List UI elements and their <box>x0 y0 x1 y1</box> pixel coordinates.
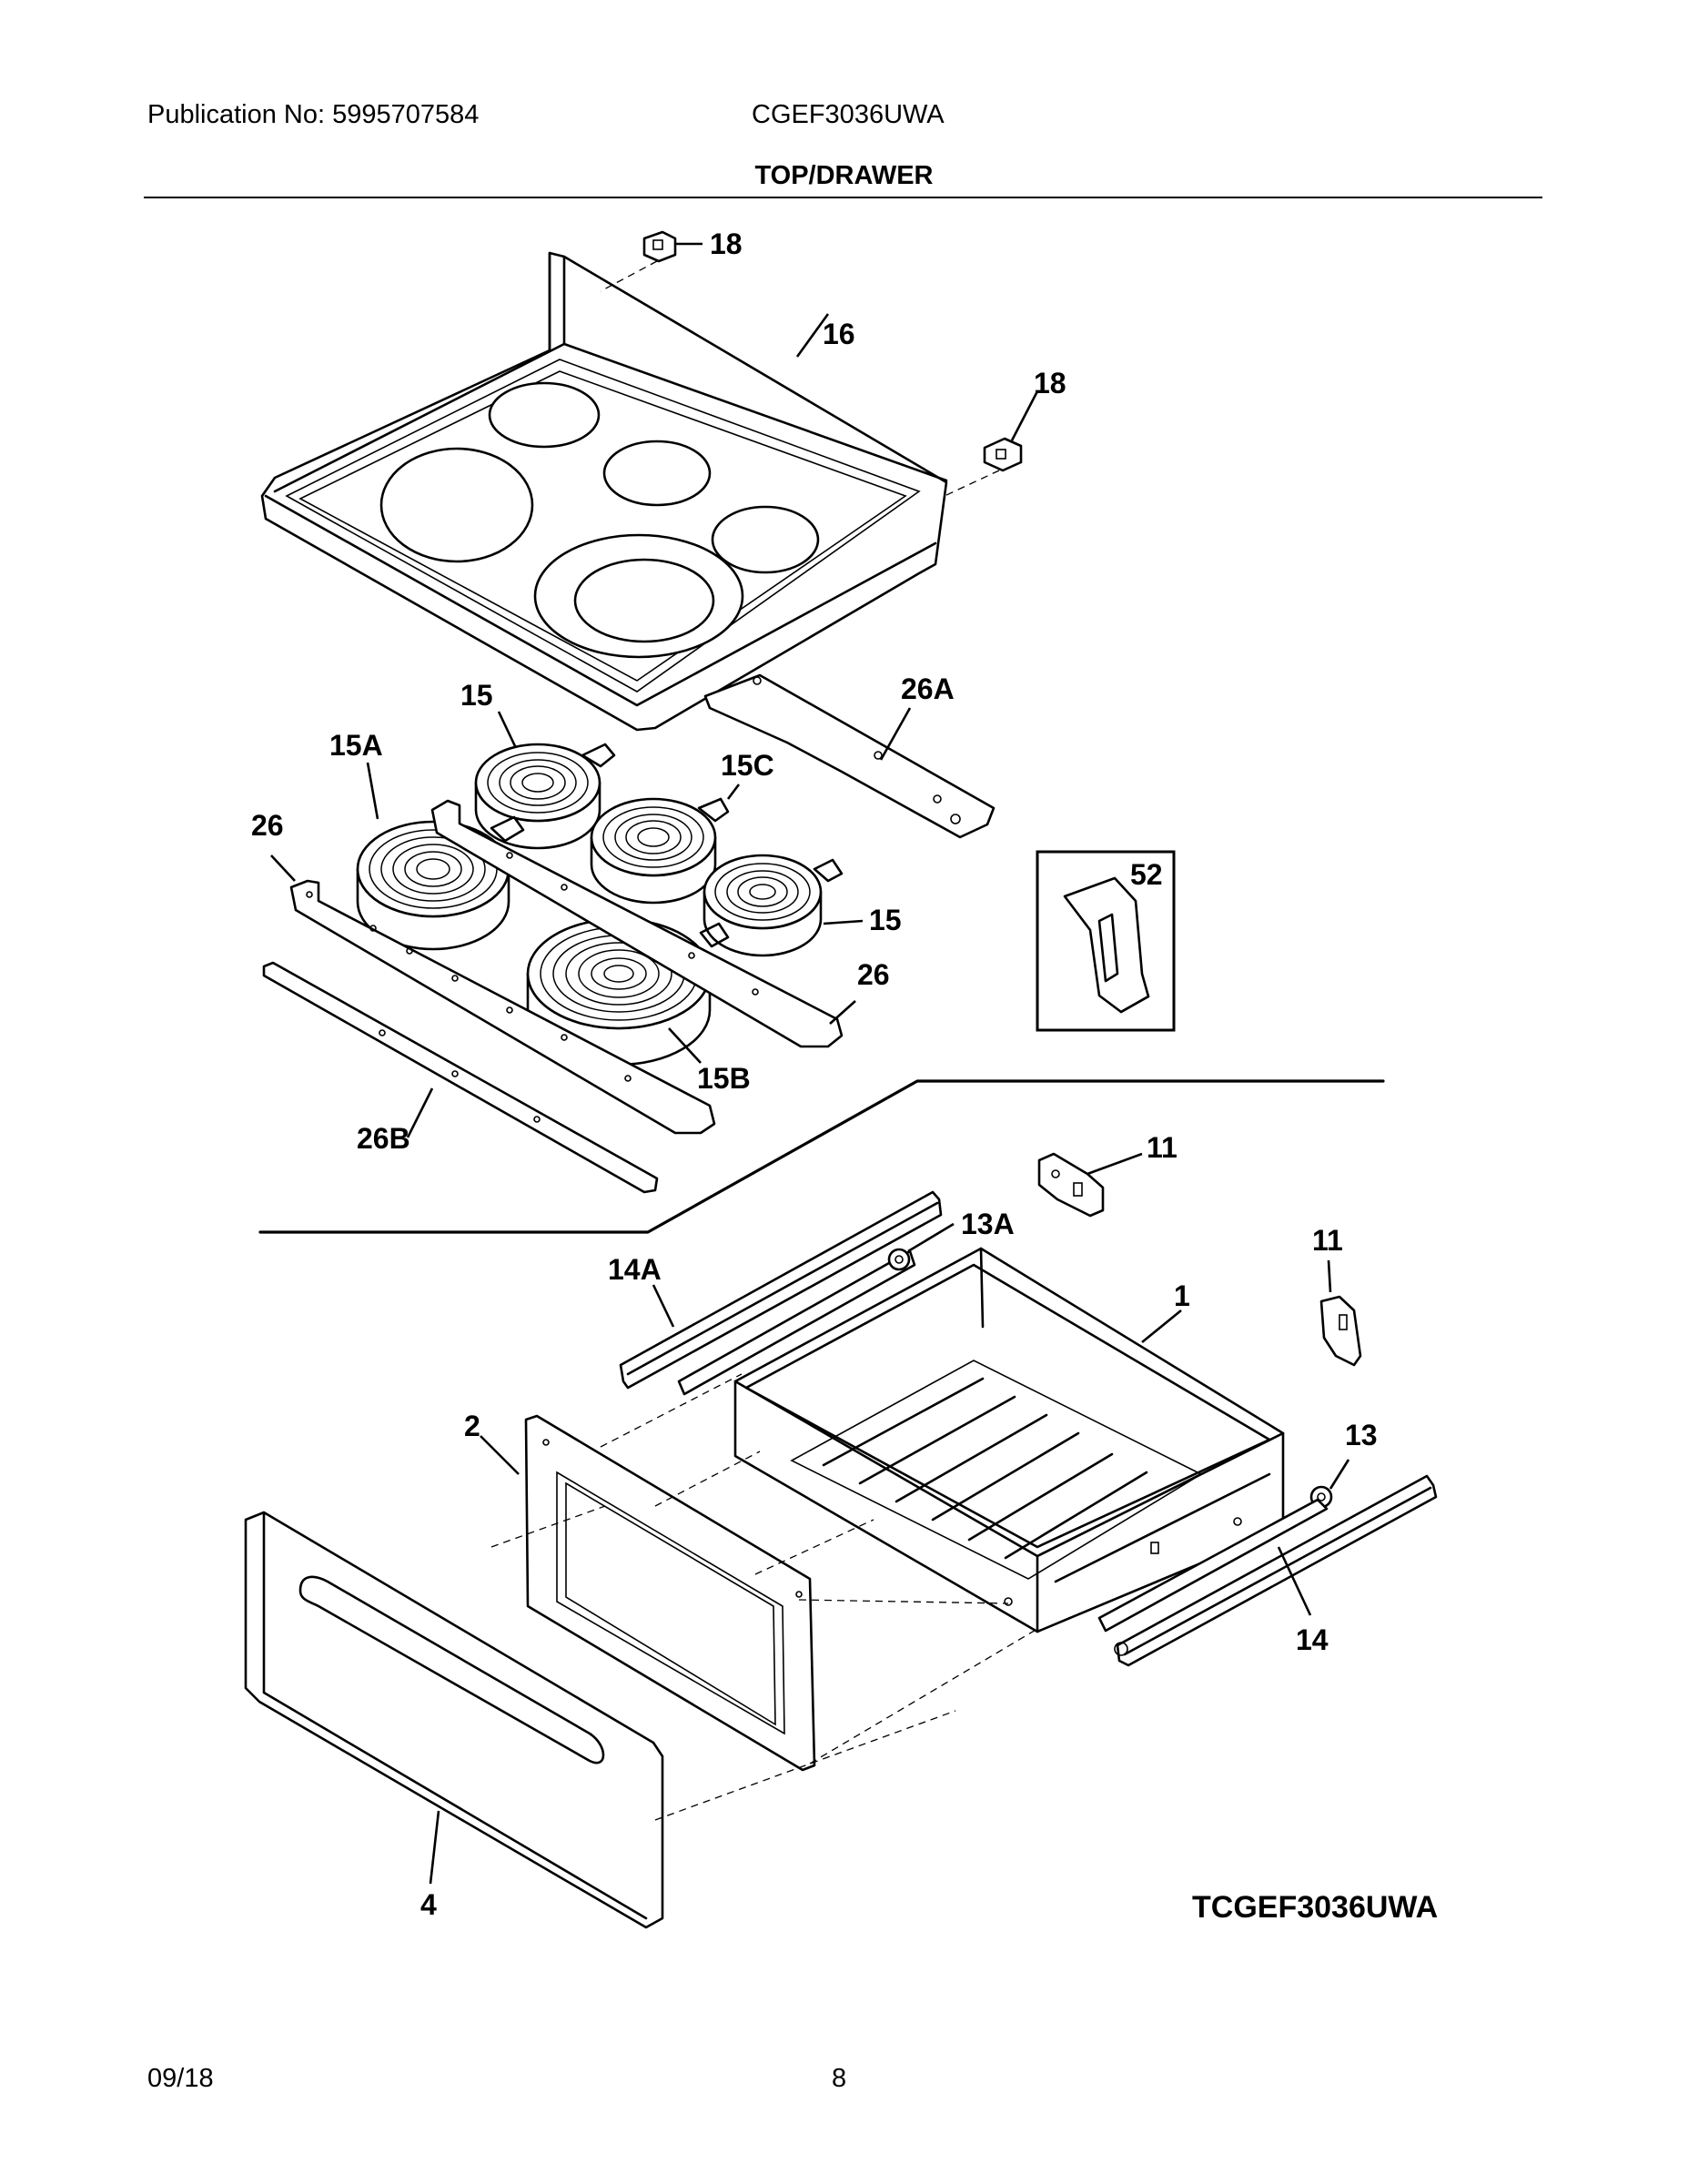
drawer-front-panel <box>244 1511 664 1929</box>
bracket-11-top <box>1037 1152 1105 1218</box>
callout-15-right: 15 <box>869 904 902 936</box>
roller-13A <box>887 1248 911 1271</box>
callout-14A: 14A <box>608 1253 662 1286</box>
callout-26B: 26B <box>357 1122 410 1155</box>
callout-13A: 13A <box>961 1208 1015 1240</box>
part-52-inset <box>1036 850 1176 1032</box>
burner-outline-center <box>602 440 712 507</box>
burner-outline-rear <box>488 381 601 449</box>
callout-13: 13 <box>1345 1419 1378 1451</box>
bracket-26A <box>703 673 996 839</box>
callout-15A: 15A <box>329 729 383 762</box>
footer-date: 09/18 <box>147 2064 214 2093</box>
section-title: TOP/DRAWER <box>754 161 934 190</box>
bracket-11-right <box>1319 1295 1362 1367</box>
bracket-18-right <box>983 437 1023 472</box>
model-number: CGEF3036UWA <box>752 100 945 129</box>
section-separator-line <box>258 1079 1385 1234</box>
callout-14: 14 <box>1296 1623 1329 1656</box>
callout-18-top: 18 <box>710 228 743 260</box>
callout-2: 2 <box>464 1410 480 1442</box>
callout-11-right: 11 <box>1312 1224 1343 1257</box>
drawer-body <box>733 1247 1285 1633</box>
callout-16: 16 <box>823 318 855 350</box>
callout-1: 1 <box>1174 1279 1190 1312</box>
publication-number: Publication No: 5995707584 <box>147 100 480 129</box>
burner-outline-left-rear <box>379 447 534 563</box>
callout-26-left: 26 <box>251 809 284 842</box>
element-15C <box>590 797 730 905</box>
callout-26A: 26A <box>901 672 955 705</box>
slide-14 <box>1097 1474 1438 1667</box>
callout-11-top: 11 <box>1147 1131 1178 1164</box>
callout-15-rear: 15 <box>460 679 493 712</box>
element-15-rear <box>474 743 616 850</box>
element-rail-26-right <box>430 799 844 1048</box>
drawer-inner-panel <box>524 1414 816 1772</box>
callout-4: 4 <box>420 1888 437 1921</box>
header-rule <box>144 197 1542 198</box>
callout-15B: 15B <box>697 1062 751 1095</box>
element-strip-26B <box>262 961 659 1194</box>
element-15-right <box>702 854 844 957</box>
cooktop-glass-top <box>260 251 948 732</box>
element-rail-26-left <box>289 879 716 1135</box>
callout-26-right: 26 <box>857 958 890 991</box>
callout-18-right: 18 <box>1034 367 1066 399</box>
callout-15C: 15C <box>721 749 774 782</box>
footer-page-number: 8 <box>832 2064 847 2093</box>
bracket-18-left <box>642 230 677 263</box>
burner-outline-right <box>711 505 820 574</box>
callout-52: 52 <box>1130 858 1163 891</box>
drawing-code: TCGEF3036UWA <box>1192 1890 1438 1925</box>
